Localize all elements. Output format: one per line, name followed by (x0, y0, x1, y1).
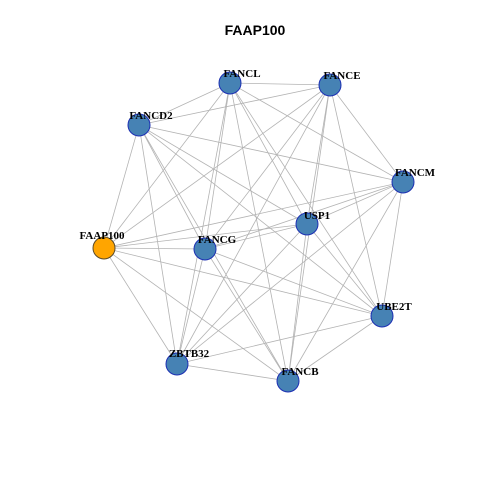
edge-fance-usp1 (306, 84, 331, 225)
node-circle[interactable] (391, 170, 415, 194)
node-circle[interactable] (318, 73, 342, 97)
node-label: UBE2T (376, 301, 412, 313)
edge-fancl-fancd2 (138, 82, 231, 126)
edge-ube2t-zbtb32 (176, 315, 383, 365)
node-label: FANCM (395, 167, 436, 179)
edge-fancm-usp1 (306, 181, 404, 225)
node-fance[interactable]: FANCE (318, 70, 361, 97)
edge-layer (103, 82, 404, 382)
graph-title: FAAP100 (225, 22, 286, 38)
edge-faap100-fancg (103, 247, 206, 250)
node-label: FAAP100 (79, 230, 125, 242)
edge-fancl-ube2t (229, 82, 383, 317)
node-circle[interactable] (165, 352, 189, 376)
edge-fancd2-zbtb32 (138, 124, 178, 365)
edge-fance-fancg (204, 84, 331, 250)
edge-fance-faap100 (103, 84, 331, 249)
node-faap100[interactable]: FAAP100 (79, 230, 125, 260)
edge-usp1-zbtb32 (176, 223, 308, 365)
node-circle[interactable] (295, 212, 319, 236)
node-circle[interactable] (92, 236, 116, 260)
edge-fancd2-faap100 (103, 124, 140, 249)
edge-fancd2-ube2t (138, 124, 383, 317)
node-circle[interactable] (218, 71, 242, 95)
node-label: FANCL (223, 68, 260, 80)
edge-fancm-fancb (287, 181, 404, 382)
node-label: FANCD2 (129, 110, 173, 122)
edge-fancg-zbtb32 (176, 248, 206, 365)
edge-fancd2-fancm (138, 124, 404, 183)
node-fancb[interactable]: FANCB (276, 366, 319, 393)
edge-fance-zbtb32 (176, 84, 331, 365)
edge-fance-fancm (329, 84, 404, 183)
edge-fance-fancd2 (138, 84, 331, 126)
node-label: FANCB (281, 366, 319, 378)
edge-fancl-faap100 (103, 82, 231, 249)
edge-faap100-zbtb32 (103, 247, 178, 365)
node-fancd2[interactable]: FANCD2 (127, 110, 173, 137)
edge-usp1-fancb (287, 223, 308, 382)
edge-zbtb32-fancb (176, 363, 289, 382)
edge-fancm-zbtb32 (176, 181, 404, 365)
edge-fancm-ube2t (381, 181, 404, 317)
node-circle[interactable] (276, 369, 300, 393)
node-fancg[interactable]: FANCG (193, 234, 237, 261)
edge-faap100-ube2t (103, 247, 383, 317)
node-label: USP1 (304, 210, 330, 222)
node-circle[interactable] (193, 237, 217, 261)
edge-fancl-usp1 (229, 82, 308, 225)
node-label: FANCE (323, 70, 360, 82)
node-circle[interactable] (370, 304, 394, 328)
edge-faap100-fancb (103, 247, 289, 382)
edge-usp1-fancg (204, 223, 308, 250)
node-fancl[interactable]: FANCL (218, 68, 261, 95)
edge-fancl-fancb (229, 82, 289, 382)
node-label: FANCG (198, 234, 237, 246)
node-circle[interactable] (127, 113, 151, 137)
node-fancm[interactable]: FANCM (391, 167, 436, 194)
node-label: ZBTB32 (169, 348, 210, 360)
edge-fancg-ube2t (204, 248, 383, 317)
edge-fancd2-usp1 (138, 124, 308, 225)
edge-fancg-fancb (204, 248, 289, 382)
edge-fancl-zbtb32 (176, 82, 231, 365)
node-usp1[interactable]: USP1 (295, 210, 330, 236)
edge-ube2t-fancb (287, 315, 383, 382)
node-zbtb32[interactable]: ZBTB32 (165, 348, 210, 376)
edge-fancl-fance (229, 82, 331, 86)
edge-usp1-ube2t (306, 223, 383, 317)
edge-usp1-faap100 (103, 223, 308, 249)
edge-fancm-faap100 (103, 181, 404, 249)
edge-fance-ube2t (329, 84, 383, 317)
node-ube2t[interactable]: UBE2T (370, 301, 412, 328)
